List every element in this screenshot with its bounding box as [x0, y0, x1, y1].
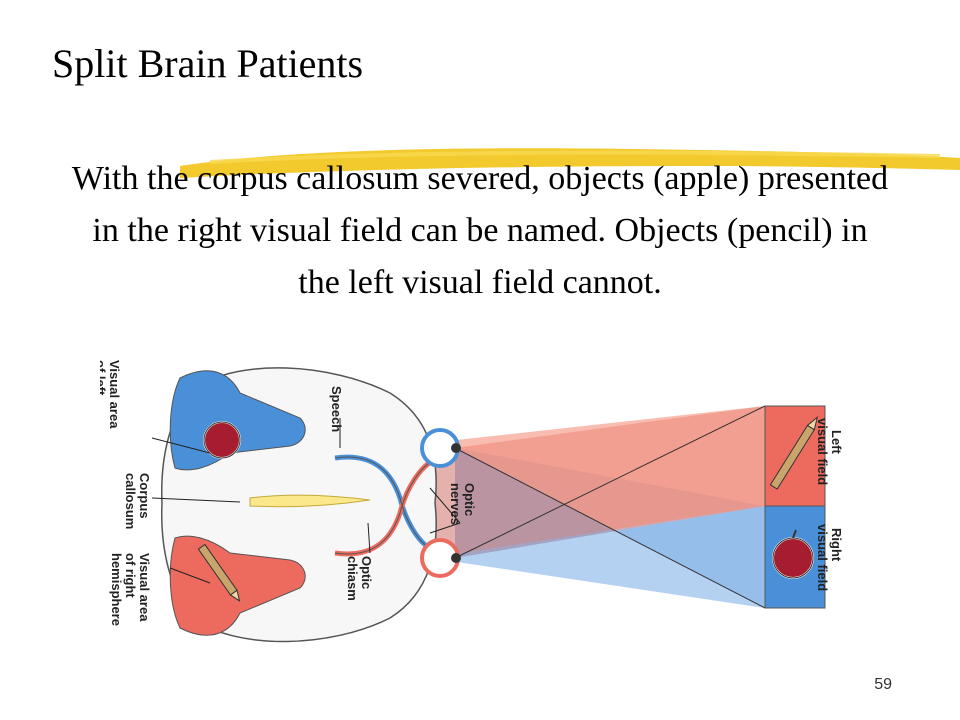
- label-left-visual-field: Left visual field: [815, 418, 844, 485]
- slide-title: Split Brain Patients: [52, 41, 364, 86]
- left-field-beam-light: [430, 406, 765, 558]
- apple-icon: [772, 529, 814, 579]
- highlighter-stroke: [180, 148, 960, 178]
- label-speech: Speech: [329, 386, 344, 432]
- brain-apple-icon: [203, 421, 241, 459]
- label-optic-nerves: Optic nerves: [448, 483, 477, 525]
- split-brain-diagram: Visual area of left hemisphere Corpus ca…: [100, 360, 844, 643]
- left-eye-icon: [420, 428, 461, 468]
- right-eye-icon: [420, 538, 461, 578]
- label-corpus-callosum: Corpus callosum: [123, 473, 152, 529]
- body-text: With the corpus callosum severed, object…: [71, 160, 889, 301]
- label-visual-area-left: Visual area of left hemisphere: [100, 360, 122, 433]
- label-right-visual-field: Right visual field: [815, 524, 844, 591]
- pencil-icon: [769, 416, 819, 490]
- label-optic-chiasm: Optic chiasm: [345, 556, 374, 601]
- right-visual-area: [169, 535, 306, 636]
- slide-number: 59: [874, 676, 892, 693]
- label-visual-area-right: Visual area of right hemisphere: [109, 553, 152, 626]
- corpus-callosum: [249, 494, 371, 508]
- brain-pencil-icon: [197, 543, 241, 602]
